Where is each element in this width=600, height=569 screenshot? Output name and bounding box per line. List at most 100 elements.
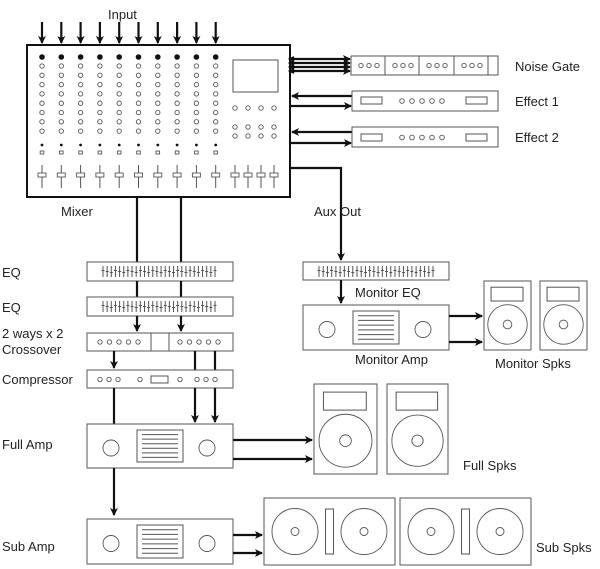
channel-knob: [155, 100, 161, 106]
channel-knob: [193, 128, 200, 134]
monitor-speakers: [483, 280, 588, 351]
effect2-display: [360, 133, 383, 142]
full-speaker: [313, 383, 378, 475]
channel-knob: [174, 91, 180, 97]
channel-knob: [116, 63, 122, 69]
crossover-knob: [135, 339, 141, 345]
speaker-horn: [546, 286, 580, 302]
fader-cap: [191, 172, 201, 178]
channel-knob: [155, 91, 161, 97]
input-label: Input: [108, 7, 137, 22]
compressor-display: [150, 375, 169, 384]
channel-knob: [77, 109, 84, 116]
mute-button: [174, 150, 180, 155]
speaker-dustcap: [339, 434, 352, 447]
channel-knob: [97, 119, 103, 125]
effect-knob: [419, 134, 425, 141]
mute-button: [116, 150, 122, 155]
pan-indicator: [40, 143, 44, 147]
gain-knob: [39, 54, 45, 60]
channel-knob: [97, 81, 103, 88]
channel-knob: [174, 119, 180, 125]
channel-knob: [174, 72, 180, 78]
channel-knob: [135, 72, 142, 78]
amp-knob-right: [198, 439, 216, 457]
channel-knob: [39, 109, 45, 116]
sub-dustcap: [290, 527, 300, 536]
effect1-display-2: [465, 96, 488, 105]
channel-knob: [77, 119, 84, 125]
channel-knob: [97, 128, 103, 134]
crossover-label-line1: 2 ways x 2: [2, 326, 63, 341]
gain-knob: [193, 54, 200, 60]
compressor-knob: [212, 376, 218, 383]
amp-panel: [352, 310, 400, 345]
channel-knob: [193, 119, 200, 125]
input-arrows: [38, 22, 220, 44]
speaker-dustcap: [502, 319, 513, 330]
channel-knob: [155, 81, 161, 88]
channel-knob: [39, 81, 45, 88]
channel-knob: [39, 119, 45, 125]
monitor-eq-label: Monitor EQ: [355, 285, 421, 300]
noise-gate-knob: [392, 62, 398, 69]
monitor-speaker: [483, 280, 532, 351]
channel-knob: [39, 63, 45, 69]
master-knob: [271, 124, 277, 130]
gain-knob: [116, 54, 122, 60]
channel-knob: [77, 81, 84, 88]
sub-dustcap: [359, 527, 369, 536]
channel-strip: [134, 54, 143, 188]
channel-knob: [58, 100, 64, 106]
channel-strip: [37, 54, 47, 188]
compressor-knob: [106, 376, 112, 383]
aux-fader-cap: [243, 172, 253, 178]
channel-knob: [116, 100, 122, 106]
pan-indicator: [195, 143, 198, 147]
channel-knob: [193, 81, 200, 88]
master-knob: [258, 105, 264, 111]
noise-gate-knob: [469, 62, 475, 69]
compressor: [86, 369, 234, 389]
noise-gate-knob: [442, 62, 448, 69]
channel-knob: [58, 63, 64, 69]
crossover-label-line2: Crossover: [2, 342, 62, 357]
gain-knob: [97, 54, 103, 60]
channel-knob: [213, 81, 219, 88]
mute-button: [97, 150, 103, 155]
pan-indicator: [98, 143, 102, 147]
crossover-knob: [177, 339, 183, 345]
amp-knob-left: [318, 321, 336, 338]
amp-knob-right: [198, 535, 216, 552]
crossover-knob: [196, 339, 202, 345]
channel-knob: [116, 81, 122, 88]
channel-knob: [58, 81, 64, 88]
master-knob: [271, 105, 277, 111]
aux-fader-cap: [269, 172, 279, 178]
channel-knob: [193, 109, 200, 116]
noise-gate-knob: [400, 62, 406, 69]
monitor-eq: [302, 261, 450, 281]
aux-out-label: Aux Out: [314, 204, 361, 219]
channel-knob: [116, 72, 122, 78]
full-amp-label: Full Amp: [2, 437, 53, 452]
noise-gate-label: Noise Gate: [515, 59, 580, 74]
effect-knob: [429, 98, 435, 104]
channel-knob: [193, 63, 200, 69]
effect2-label: Effect 2: [515, 130, 559, 145]
channel-knob: [174, 100, 180, 106]
noise-gate-knob: [434, 62, 440, 69]
channel-knob: [77, 72, 84, 78]
channel-knob: [155, 109, 161, 116]
channel-knob: [155, 128, 161, 134]
noise-gate-knob: [477, 62, 483, 69]
gain-knob: [77, 54, 84, 60]
channel-knob: [213, 63, 219, 69]
channel-knob: [116, 91, 122, 97]
pan-indicator: [175, 143, 179, 147]
channel-strip: [172, 54, 182, 188]
channel-knob: [58, 128, 64, 134]
mixer-channel-strips: [37, 54, 221, 188]
channel-knob: [174, 109, 180, 116]
